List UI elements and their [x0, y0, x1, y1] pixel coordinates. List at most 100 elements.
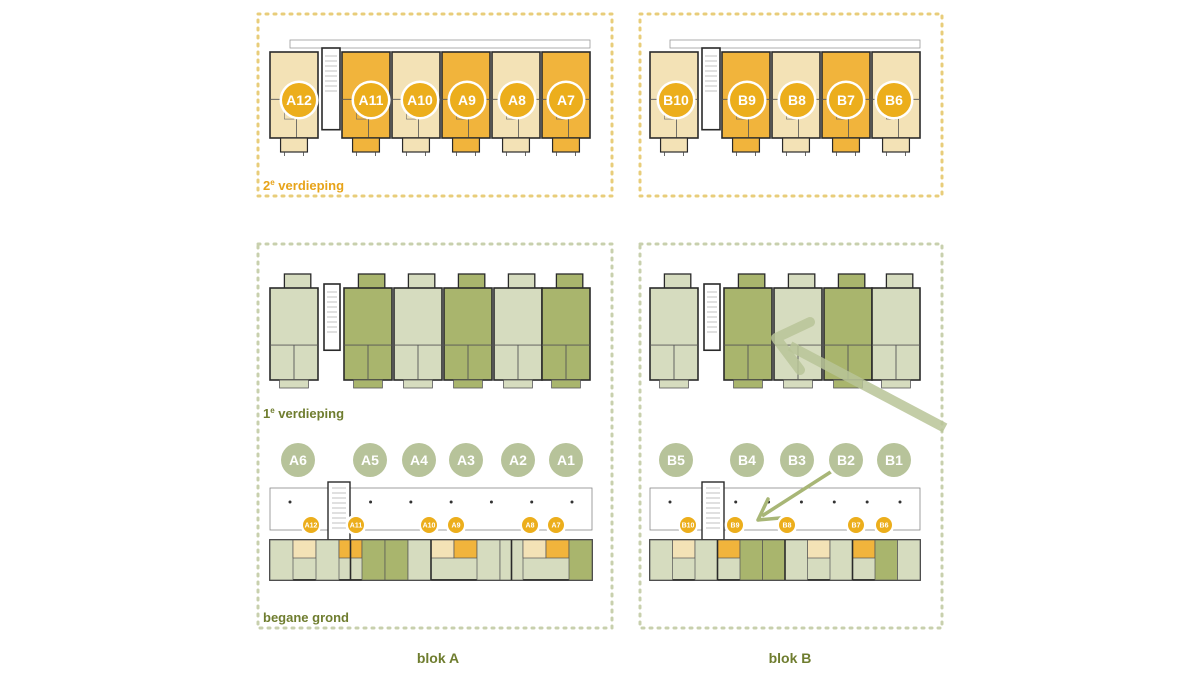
ground-segment [361, 539, 386, 581]
second-floor-label-sup: e [270, 178, 275, 187]
balcony [503, 379, 533, 389]
balcony [733, 379, 763, 389]
roof-outline [289, 39, 591, 49]
column-dot [734, 500, 738, 504]
ground-segment [568, 539, 593, 581]
ground-segment [739, 539, 763, 581]
badge-circle [877, 83, 911, 117]
badge-b2: B2 [826, 440, 866, 480]
badge-label: A12 [286, 92, 312, 108]
badge-label: B5 [667, 452, 685, 468]
ground-segment [694, 539, 718, 581]
badge-circle [548, 517, 564, 533]
badge-circle [780, 83, 814, 117]
column-dot [570, 500, 574, 504]
badge-circle [876, 517, 892, 533]
balcony [351, 137, 381, 153]
badge-a3: A3 [446, 440, 486, 480]
badge-a1: A1 [546, 440, 586, 480]
ground-segment [649, 539, 673, 581]
arrows [756, 317, 948, 522]
badge-circle [549, 83, 583, 117]
block-b-label: blok B [769, 650, 812, 666]
badge-b5: B5 [656, 440, 696, 480]
badge-label: B10 [682, 523, 695, 530]
balcony [353, 379, 383, 389]
badge-a11: A11 [351, 80, 391, 120]
balcony [279, 379, 309, 389]
badge-small-b8: B8 [776, 514, 798, 536]
ground-segment [476, 539, 501, 581]
badge-b8: B8 [777, 80, 817, 120]
badge-circle [282, 83, 316, 117]
badge-circle [730, 83, 764, 117]
badge-label: B9 [738, 92, 756, 108]
balcony [401, 137, 431, 153]
badge-label: A12 [305, 523, 318, 530]
badge-a12: A12 [279, 80, 319, 120]
badge-circle [522, 517, 538, 533]
badge-label: A11 [359, 92, 384, 108]
badge-small-b10: B10 [677, 514, 699, 536]
badge-circle [402, 443, 436, 477]
badge-a9: A9 [447, 80, 487, 120]
small-arrow [761, 464, 841, 518]
badge-a10: A10 [400, 80, 440, 120]
badge-label: B9 [731, 523, 740, 530]
badge-circle [659, 443, 693, 477]
badge-label: A6 [289, 452, 307, 468]
badge-a2: A2 [498, 440, 538, 480]
badge-small-b7: B7 [845, 514, 867, 536]
balcony [659, 137, 689, 153]
ground-segment [874, 539, 898, 581]
badge-circle [877, 443, 911, 477]
ground-segment [762, 539, 786, 581]
badge-label: A11 [350, 523, 363, 530]
badge-circle [281, 443, 315, 477]
badge-label: A4 [410, 452, 428, 468]
frame-a-lower-floors [256, 242, 614, 630]
balcony [453, 379, 483, 389]
first-floor-label: 1e verdieping [263, 406, 344, 421]
ground-segment [717, 539, 741, 559]
ground-segment [852, 539, 876, 559]
ground-segment [407, 539, 432, 581]
frames [256, 12, 944, 630]
badge-circle [353, 443, 387, 477]
ground-segment [829, 539, 853, 581]
balcony [731, 137, 761, 153]
badge-circle [549, 443, 583, 477]
badge-label: A7 [552, 523, 561, 530]
column-dot [369, 500, 373, 504]
ground-segment [807, 539, 831, 559]
badge-circle [448, 517, 464, 533]
badge-label: B2 [837, 452, 855, 468]
ground-segment [292, 539, 317, 559]
badge-circle [680, 517, 696, 533]
badge-circle [403, 83, 437, 117]
badge-label: A2 [509, 452, 527, 468]
badge-label: A1 [557, 452, 575, 468]
badge-small-b6: B6 [873, 514, 895, 536]
badge-label: A7 [557, 92, 575, 108]
ground-segment [269, 539, 294, 581]
badge-a5: A5 [350, 440, 390, 480]
column-dot [530, 500, 534, 504]
column-dot [865, 500, 869, 504]
floor-labels: 2e verdieping 1e verdieping begane grond [263, 178, 349, 625]
block-b-ground-floor-plan [649, 481, 921, 581]
badge-small-a7: A7 [545, 514, 567, 536]
badge-label: B1 [885, 452, 903, 468]
badge-label: A10 [423, 523, 436, 530]
badge-a6: A6 [278, 440, 318, 480]
large-arrow [787, 341, 948, 433]
balcony [783, 379, 813, 389]
stair-core [327, 481, 351, 541]
badge-circle [449, 443, 483, 477]
ground-segment [897, 539, 921, 581]
badge-circle [450, 83, 484, 117]
first-floor-label-sup: e [270, 406, 275, 415]
column-dot [288, 500, 292, 504]
balcony [279, 137, 309, 153]
